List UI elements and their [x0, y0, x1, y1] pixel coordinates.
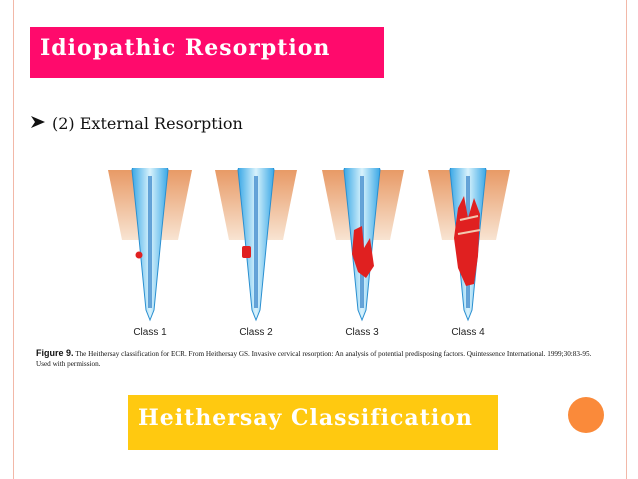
highlight-box: Heithersay Classification	[128, 395, 498, 450]
tooth-class-4	[428, 168, 510, 322]
caption-text: The Heithersay classification for ECR. F…	[36, 350, 592, 368]
tooth-class-3	[322, 168, 404, 322]
tooth-class-2	[215, 168, 297, 322]
bullet-item: (2) External Resorption	[30, 114, 243, 133]
highlight-text: Heithersay Classification	[138, 405, 473, 431]
caption-label: Figure 9.	[36, 348, 74, 358]
class-label-1: Class 1	[133, 327, 167, 338]
resorption-lesion-3	[352, 226, 374, 278]
slide-title: Idiopathic Resorption	[40, 35, 331, 61]
resorption-lesion-2	[242, 246, 251, 258]
title-box: Idiopathic Resorption	[30, 27, 384, 78]
resorption-lesion-4	[454, 196, 480, 286]
tooth-class-1	[108, 168, 192, 322]
bullet-text: (2) External Resorption	[52, 114, 243, 133]
left-border-line	[13, 0, 14, 479]
orange-circle-icon	[568, 397, 604, 433]
arrow-bullet-icon	[30, 114, 46, 133]
heithersay-figure: Class 1 Class 2 Class 3 Class 4	[108, 168, 510, 338]
class-label-2: Class 2	[239, 327, 273, 338]
class-label-4: Class 4	[451, 327, 485, 338]
right-border-line	[626, 0, 627, 479]
class-label-3: Class 3	[345, 327, 379, 338]
figure-caption: Figure 9. The Heithersay classification …	[36, 348, 606, 369]
resorption-lesion-1	[135, 251, 143, 259]
